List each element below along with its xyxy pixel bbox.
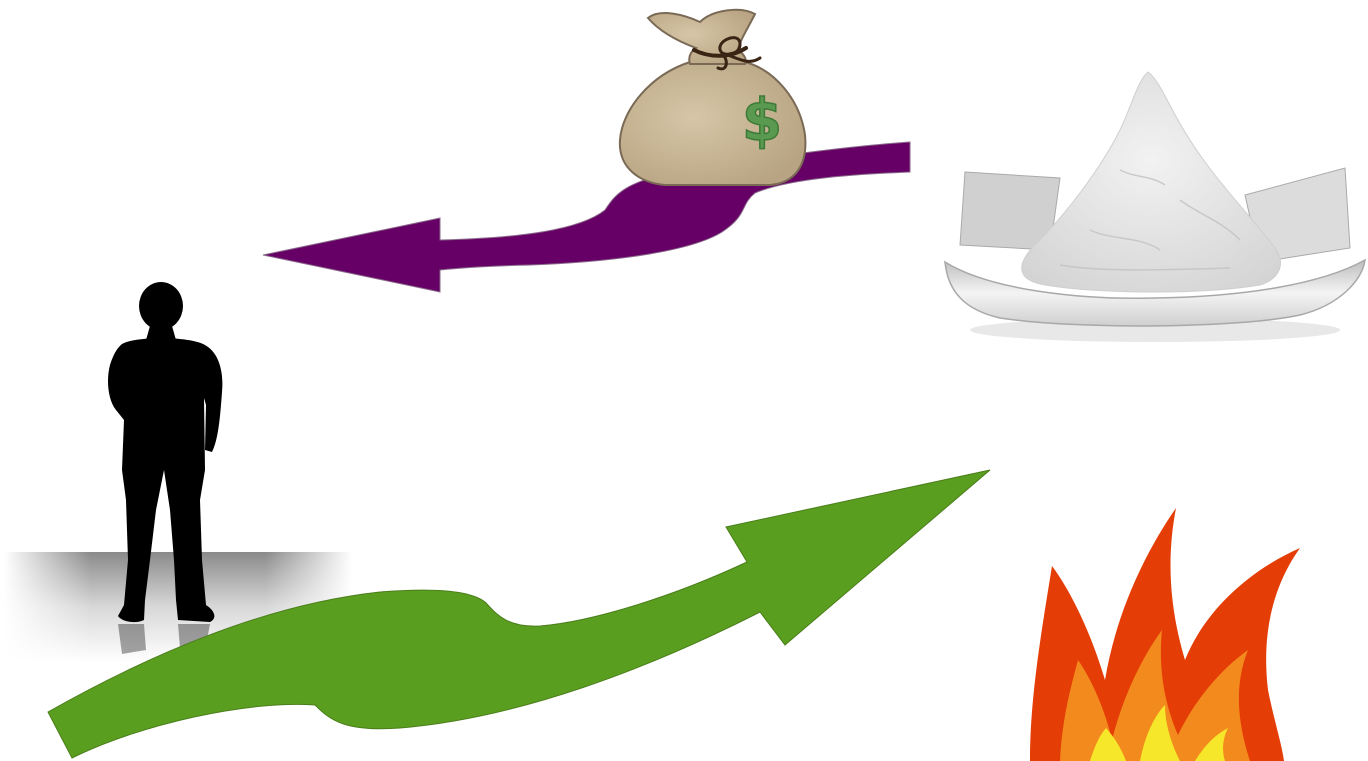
dollar-symbol: $ (742, 86, 782, 154)
money-bag-icon: $ (620, 10, 806, 185)
fire-icon (1030, 508, 1300, 761)
arrow-left-icon (263, 142, 910, 292)
powder-plate-icon (945, 72, 1365, 342)
